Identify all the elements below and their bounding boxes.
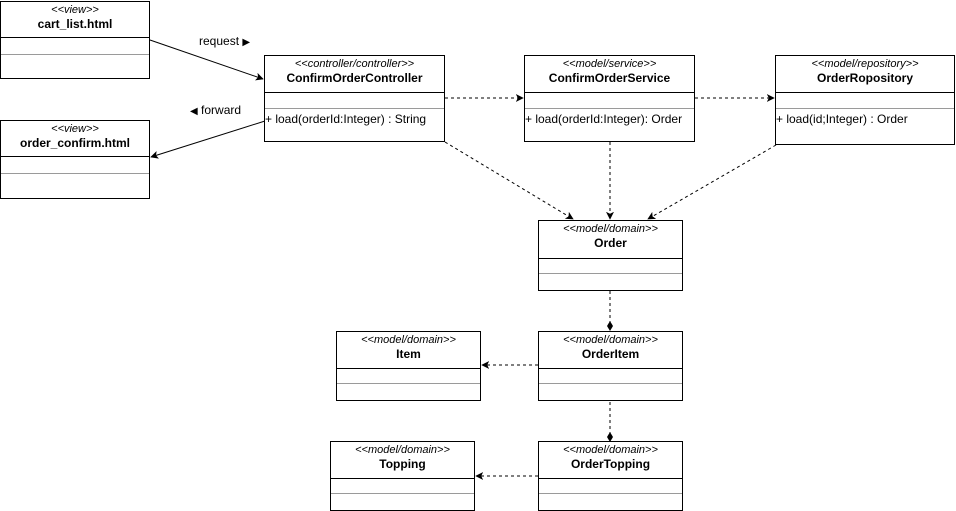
class-order[interactable]: <<model/domain>> Order <box>538 220 683 291</box>
stereotype-label: <<view>> <box>51 123 99 135</box>
class-name: Topping <box>379 457 426 471</box>
class-name: ConfirmOrderController <box>286 71 423 85</box>
arrow-right-icon: ▶ <box>242 37 251 48</box>
attributes-section <box>776 93 954 109</box>
class-order-item[interactable]: <<model/domain>> OrderItem <box>538 331 683 401</box>
edge-request <box>149 39 264 81</box>
class-header: <<model/service>> ConfirmOrderService <box>525 56 694 93</box>
class-name: order_confirm.html <box>19 136 130 150</box>
arrow-left-icon: ◀ <box>190 106 198 117</box>
attributes-section <box>539 369 682 384</box>
class-header: <<model/domain>> Item <box>337 332 480 369</box>
class-header: <<model/repository>> OrderRopository <box>776 56 954 93</box>
class-name: OrderRopository <box>816 71 913 85</box>
methods-section: + load(id;Integer) : Order <box>776 109 954 144</box>
class-confirm-order-controller[interactable]: <<controller/controller>> ConfirmOrderCo… <box>264 55 445 142</box>
class-item[interactable]: <<model/domain>> Item <box>336 331 481 401</box>
class-cart-list[interactable]: <<view>> cart_list.html <box>0 1 150 79</box>
attributes-section <box>331 479 474 494</box>
stereotype-label: <<model/domain>> <box>563 223 658 235</box>
methods-section <box>1 174 149 198</box>
forward-label: ◀ forward <box>190 103 241 117</box>
attributes-section <box>539 259 682 274</box>
attributes-section <box>337 369 480 384</box>
methods-section <box>539 274 682 290</box>
stereotype-label: <<model/service>> <box>562 58 657 70</box>
class-header: <<model/domain>> Order <box>539 221 682 259</box>
class-header: <<model/domain>> Topping <box>331 442 474 479</box>
methods-section <box>1 55 149 78</box>
attributes-section <box>539 479 682 494</box>
class-confirm-order-service[interactable]: <<model/service>> ConfirmOrderService + … <box>524 55 695 142</box>
class-order-confirm[interactable]: <<view>> order_confirm.html <box>0 120 150 199</box>
stereotype-label: <<model/domain>> <box>355 444 450 456</box>
attributes-section <box>1 157 149 174</box>
stereotype-label: <<view>> <box>51 4 99 16</box>
class-header: <<view>> cart_list.html <box>1 2 149 38</box>
method-load: + load(orderId:Integer): Order <box>525 112 683 126</box>
class-header: <<model/domain>> OrderTopping <box>539 442 682 479</box>
methods-section: + load(orderId:Integer): Order <box>525 109 694 141</box>
methods-section <box>337 384 480 400</box>
class-name: Item <box>396 347 421 361</box>
method-load: + load(id;Integer) : Order <box>776 112 908 126</box>
edge-forward <box>150 120 266 159</box>
class-header: <<model/domain>> OrderItem <box>539 332 682 369</box>
method-load: + load(orderId:Integer) : String <box>265 112 427 126</box>
class-name: OrderTopping <box>570 457 651 471</box>
request-label-text: request <box>199 34 240 48</box>
stereotype-label: <<model/domain>> <box>361 334 456 346</box>
stereotype-label: <<model/domain>> <box>563 334 658 346</box>
class-header: <<view>> order_confirm.html <box>1 121 149 157</box>
class-order-repository[interactable]: <<model/repository>> OrderRopository + l… <box>775 55 955 145</box>
stereotype-label: <<model/repository>> <box>811 58 919 70</box>
class-header: <<controller/controller>> ConfirmOrderCo… <box>265 56 444 93</box>
class-name: ConfirmOrderService <box>548 71 671 85</box>
methods-section <box>539 494 682 510</box>
class-name: OrderItem <box>581 347 640 361</box>
methods-section <box>331 494 474 510</box>
class-name: Order <box>594 236 627 250</box>
attributes-section <box>1 38 149 55</box>
forward-label-text: forward <box>201 103 242 117</box>
class-order-topping[interactable]: <<model/domain>> OrderTopping <box>538 441 683 511</box>
methods-section: + load(orderId:Integer) : String <box>265 109 444 141</box>
edge-controller-order <box>444 141 574 220</box>
class-name: cart_list.html <box>37 17 113 31</box>
attributes-section <box>265 93 444 109</box>
attributes-section <box>525 93 694 109</box>
edge-repository-order <box>647 144 777 220</box>
stereotype-label: <<model/domain>> <box>563 444 658 456</box>
class-topping[interactable]: <<model/domain>> Topping <box>330 441 475 511</box>
stereotype-label: <<controller/controller>> <box>294 58 415 70</box>
methods-section <box>539 384 682 400</box>
request-label: request ▶ <box>199 34 250 48</box>
